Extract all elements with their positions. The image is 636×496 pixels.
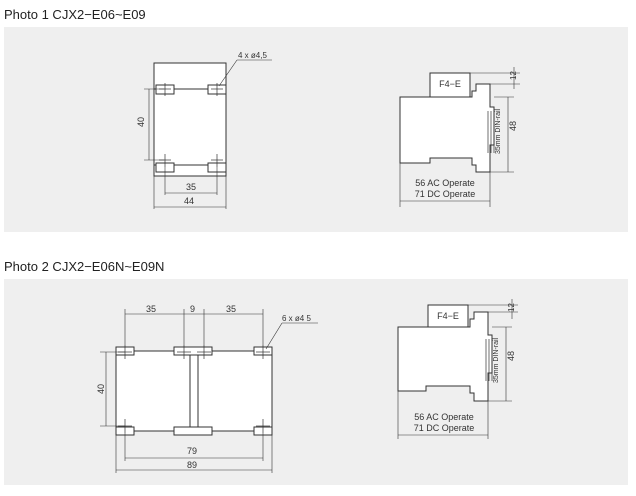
crosshair-icon: [197, 345, 211, 359]
crosshair-icon: [256, 419, 270, 433]
photo2-tab: [173, 426, 213, 436]
photo2-height-label: 40: [96, 384, 106, 394]
photo2-top-label: 12: [507, 303, 516, 312]
photo2-dc-label: 71 DC Operate: [414, 423, 475, 433]
photo2-drawing: 35 9 35 6 x ø4 5 40 79 89 F4−E: [96, 299, 518, 473]
photo1-side-body: [399, 83, 495, 173]
photo1-module-label: F4−E: [439, 79, 461, 89]
photo2-side-view: F4−E 35mm DIN-rail 12 48 56 AC Operate 7…: [397, 299, 518, 439]
photo1-height-label: 40: [136, 117, 146, 127]
crosshair-icon: [256, 345, 270, 359]
photo1-dc-label: 71 DC Operate: [415, 189, 476, 199]
photo1-hole-label: 4 x ø4,5: [238, 51, 267, 60]
photo2-front-view: 35 9 35 6 x ø4 5 40 79 89: [96, 304, 318, 473]
photo2-hole-label: 6 x ø4 5: [282, 314, 311, 323]
photo2-mid-gap-label: 9: [190, 304, 195, 314]
photo2-inner-width-label: 79: [187, 446, 197, 456]
photo2-panel: 35 9 35 6 x ø4 5 40 79 89 F4−E: [4, 279, 628, 485]
photo2-left-gap-label: 35: [146, 304, 156, 314]
photo2-rail-label: 35mm DIN-rail: [493, 337, 500, 383]
photo1-ac-label: 56 AC Operate: [415, 178, 475, 188]
photo1-title: Photo 1 CJX2−E06~E09: [4, 7, 146, 22]
crosshair-icon: [211, 154, 223, 167]
photo1-front-body: [153, 62, 227, 177]
photo1-drawing: 4 x ø4,5 40 35 44 F4−E 35mm DIN-rai: [136, 51, 520, 209]
photo2-front-body: [115, 350, 273, 432]
photo1-top-label: 12: [509, 71, 518, 80]
photo2-tab: [173, 346, 213, 356]
photo1-module-box: [429, 72, 471, 98]
photo2-title: Photo 2 CJX2−E06N~E09N: [4, 259, 165, 274]
crosshair-icon: [177, 345, 191, 359]
photo2-module-label: F4−E: [437, 311, 459, 321]
crosshair-icon: [211, 83, 223, 96]
photo2-module-box: [427, 304, 469, 328]
photo1-side-view: F4−E 35mm DIN-rail 12 48 56 AC Operate 7…: [399, 67, 520, 207]
photo2-side-body: [397, 311, 493, 402]
photo1-outer-width-label: 44: [184, 196, 194, 206]
photo2-ac-label: 56 AC Operate: [414, 412, 474, 422]
photo2-outer-width-label: 89: [187, 460, 197, 470]
photo1-panel: 4 x ø4,5 40 35 44 F4−E 35mm DIN-rai: [4, 27, 628, 232]
photo2-height-label: 48: [506, 351, 516, 361]
photo1-rail-label: 35mm DIN-rail: [495, 108, 502, 154]
photo1-front-view: 4 x ø4,5 40 35 44: [136, 51, 272, 209]
photo1-inner-width-label: 35: [186, 182, 196, 192]
photo1-height-label: 48: [508, 121, 518, 131]
photo2-right-gap-label: 35: [226, 304, 236, 314]
